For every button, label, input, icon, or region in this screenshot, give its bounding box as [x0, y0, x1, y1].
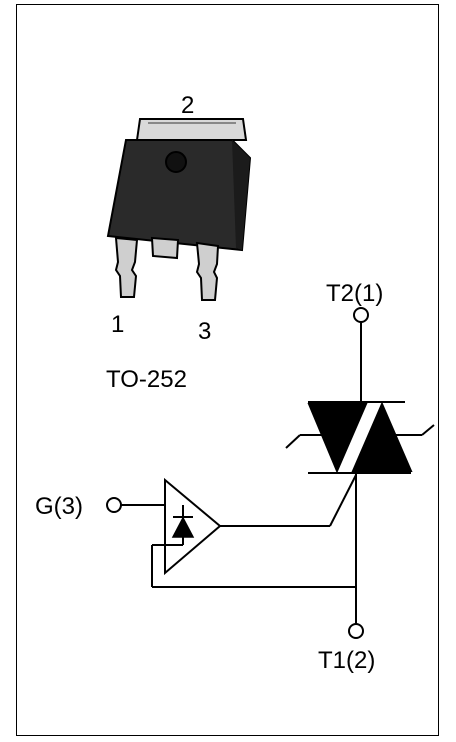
pin-3-label: 3: [198, 318, 211, 345]
pin-2-label: 2: [181, 92, 194, 119]
t1-terminal-circle: [348, 623, 364, 639]
t2-terminal-label: T2(1): [326, 280, 383, 307]
t1-terminal-label: T1(2): [318, 647, 375, 674]
triac-up-triangle: [351, 401, 413, 472]
t2-terminal-circle: [353, 307, 369, 323]
package-name-label: TO-252: [106, 366, 187, 393]
package-hole: [165, 151, 187, 173]
triac-symbol: [171, 401, 413, 538]
to252-package: [106, 118, 252, 301]
gate-terminal-label: G(3): [35, 493, 83, 520]
pin-1-label: 1: [111, 311, 124, 338]
gate-terminal-circle: [106, 497, 122, 513]
triac-down-triangle: [307, 403, 368, 474]
triac-schematic: [106, 307, 435, 639]
internal-diode-icon: [171, 516, 195, 538]
